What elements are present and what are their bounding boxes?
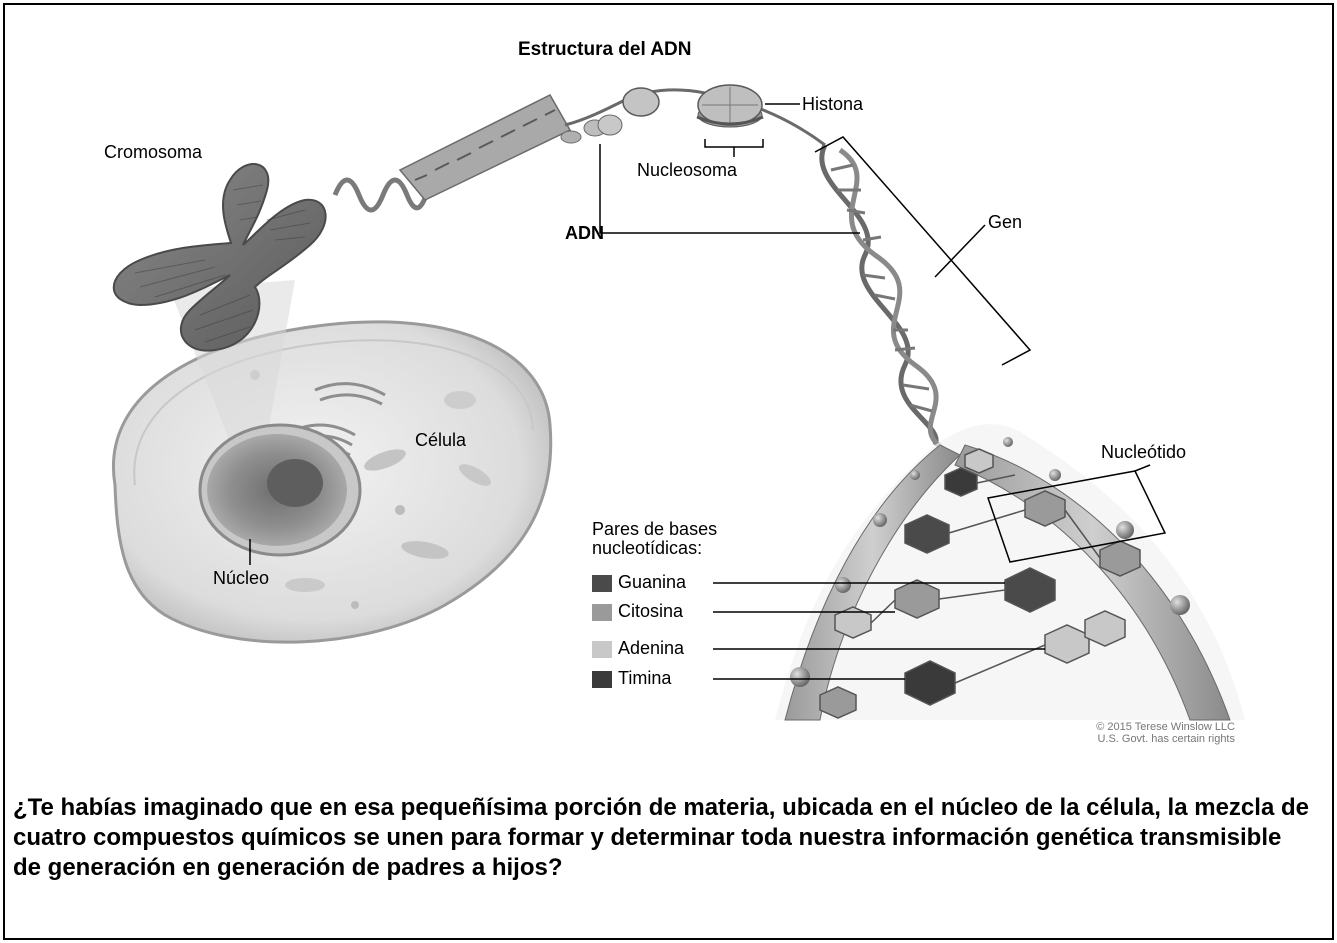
chromosome xyxy=(112,163,327,352)
leader-lines xyxy=(249,103,1151,680)
label-adn: ADN xyxy=(565,223,604,243)
gene-bracket xyxy=(814,136,1032,366)
legend-item-adenina: Adenina xyxy=(618,638,685,658)
label-histona: Histona xyxy=(802,94,864,114)
dna-structure-figure: Estructura del ADN Histona Nucleosoma Cr… xyxy=(5,5,1336,765)
label-nucleo: Núcleo xyxy=(213,568,270,588)
credit-line1: © 2015 Terese Winslow LLC xyxy=(1096,721,1235,733)
supercoiled-fiber xyxy=(332,177,432,213)
copyright-credit: © 2015 Terese Winslow LLC U.S. Govt. has… xyxy=(1045,721,1235,745)
label-cromosoma: Cromosoma xyxy=(104,142,203,162)
dna-detail-section xyxy=(775,424,1245,721)
nucleus xyxy=(198,423,362,557)
figure-title: Estructura del ADN xyxy=(518,39,692,60)
label-celula: Célula xyxy=(415,430,467,450)
caption-question: ¿Te habías imaginado que en esa pequeñís… xyxy=(13,794,1309,881)
dna-illustration xyxy=(112,84,1245,721)
figure-frame: Estructura del ADN Histona Nucleosoma Cr… xyxy=(3,3,1334,940)
legend-heading-line1: Pares de bases xyxy=(592,519,718,539)
chromatin-fiber xyxy=(398,94,572,201)
nucleosome-chain xyxy=(560,84,826,147)
swatch-guanina xyxy=(592,575,612,592)
label-gen: Gen xyxy=(988,212,1023,232)
label-nucleotido: Nucleótido xyxy=(1101,442,1187,462)
credit-line2: U.S. Govt. has certain rights xyxy=(1097,733,1235,745)
label-nucleosoma: Nucleosoma xyxy=(637,160,738,180)
legend-item-guanina: Guanina xyxy=(618,572,687,592)
legend-item-citosina: Citosina xyxy=(618,601,684,621)
legend-heading: Pares de bases nucleotídicas: xyxy=(592,520,717,558)
dna-double-helix xyxy=(819,143,947,453)
swatch-timina xyxy=(592,671,612,688)
nucleotide-box xyxy=(987,470,1167,563)
legend-heading-line2: nucleotídicas: xyxy=(592,538,703,558)
swatch-citosina xyxy=(592,604,612,621)
legend-item-timina: Timina xyxy=(618,668,672,688)
swatch-adenina xyxy=(592,641,612,658)
